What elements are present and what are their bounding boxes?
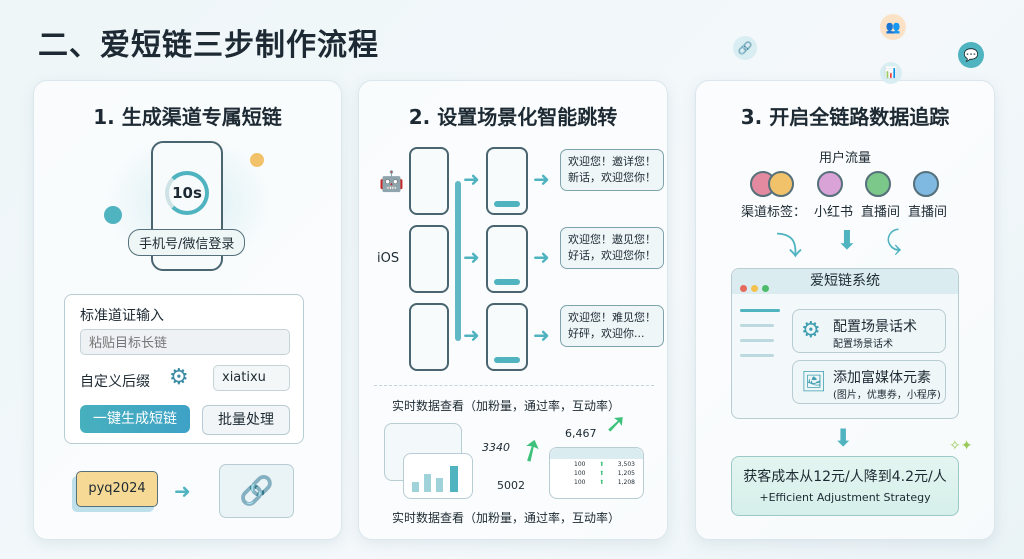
- chain-link-icon: 🔗: [219, 464, 294, 518]
- data-caption: 实时数据查看（加粉量，通过率，互动率）: [392, 511, 621, 525]
- arrow-icon: ➜: [533, 323, 550, 347]
- suffix-label: 自定义后缀: [80, 374, 150, 390]
- link-form: 标准道证输入 自定义后缀 ⚙ xiatixu 一键生成短链 批量处理: [64, 294, 304, 444]
- message-bubble-2: 欢迎您！遨见您！好话，欢迎您你！: [560, 227, 664, 269]
- table-row: 100⬆1,208: [574, 479, 635, 486]
- metric-3: 5002: [497, 479, 525, 492]
- arrow-icon: ➜: [533, 245, 550, 269]
- page-title: 二、爱短链三步制作流程: [38, 28, 379, 63]
- data-table: 100⬆3,503 100⬆1,205 100⬆1,208: [549, 447, 644, 499]
- ios-label: iOS: [377, 251, 400, 266]
- user-avatar: [817, 171, 843, 197]
- step1-title: 1. 生成渠道专属短链: [93, 105, 282, 129]
- url-input[interactable]: [80, 329, 290, 355]
- node-icon: [104, 206, 122, 224]
- rich-media-item[interactable]: 🖼 添加富媒体元素 (图片，优惠券，小程序): [792, 360, 946, 404]
- branch-connector: [455, 181, 461, 341]
- arrow-icon: ➜: [463, 245, 480, 269]
- channel-tags: 渠道标签：小红书直播间直播间: [741, 205, 948, 220]
- arrow-icon: ➜: [463, 167, 480, 191]
- step3-panel: 3. 开启全链路数据追踪 用户流量 渠道标签：小红书直播间直播间 ⤵ ⬇ ⤹ 爱…: [695, 80, 995, 540]
- bar-chart-icon: [403, 453, 473, 499]
- message-bubble-1: 欢迎您！邀详您！新话，欢迎您你！: [560, 149, 664, 191]
- data-title: 实时数据查看（加粉量，通过率，互动率）: [392, 399, 621, 413]
- image-icon: 🖼: [801, 369, 827, 393]
- result-box: 获客成本从12元/人降到4.2元/人 +Efficient Adjustment…: [731, 456, 959, 516]
- trend-arrow-icon: ➚: [511, 429, 552, 472]
- login-label: 手机号/微信登录: [128, 229, 246, 256]
- generate-button[interactable]: 一键生成短链: [80, 405, 190, 433]
- batch-button[interactable]: 批量处理: [202, 405, 290, 435]
- landing-page-2: [486, 225, 528, 293]
- timer: 10s: [165, 171, 209, 215]
- item-title: 配置场景话术: [833, 319, 917, 335]
- table-row: 100⬆1,205: [574, 470, 635, 477]
- system-window: 爱短链系统 ⚙ 配置场景话术 配置场景话术 🖼 添加富媒体元素 (图片，优惠券，…: [731, 268, 959, 419]
- landing-page-1: [486, 147, 528, 215]
- step2-panel: 2. 设置场景化智能跳转 🤖 iOS ➜ ➜ ➜ ➜ ➜ ➜ 欢迎您！邀详您！新…: [358, 80, 668, 540]
- phone-ios: [409, 225, 449, 293]
- message-bubble-3: 欢迎您！难见您！好砰，欢迎你...: [560, 305, 664, 347]
- suffix-input[interactable]: xiatixu: [213, 365, 290, 391]
- gear-icon: ⚙: [169, 365, 189, 390]
- divider: [374, 385, 654, 386]
- result-subtext: +Efficient Adjustment Strategy: [759, 491, 931, 504]
- table-row: 100⬆3,503: [574, 461, 635, 468]
- users-icon: 👥: [880, 14, 906, 40]
- sparkle-icon: ✧✦: [949, 438, 973, 454]
- form-title: 标准道证输入: [80, 308, 164, 324]
- gear-icon: ⚙: [801, 318, 821, 343]
- arrow-down-icon: ⬇: [836, 226, 858, 256]
- config-script-item[interactable]: ⚙ 配置场景话术 配置场景话术: [792, 309, 946, 353]
- metric-1: 3340: [482, 441, 510, 454]
- item-subtitle: (图片，优惠券，小程序): [833, 390, 941, 401]
- arrow-down-icon: ⤵: [776, 232, 803, 262]
- traffic-label: 用户流量: [818, 151, 871, 166]
- system-title: 爱短链系统: [810, 273, 880, 289]
- android-icon: 🤖: [379, 169, 404, 193]
- item-title: 添加富媒体元素: [833, 370, 931, 386]
- arrow-down-icon: ⤹: [886, 226, 902, 256]
- arrow-icon: ➜: [174, 479, 191, 503]
- user-avatar: [913, 171, 939, 197]
- arrow-icon: ➜: [533, 167, 550, 191]
- arrow-down-icon: ⬇: [833, 424, 854, 452]
- item-subtitle: 配置场景话术: [833, 339, 893, 350]
- phone-apple: [409, 303, 449, 371]
- phone-android: [409, 147, 449, 215]
- step2-title: 2. 设置场景化智能跳转: [408, 105, 618, 129]
- chat-icon: 💬: [958, 42, 984, 68]
- node-icon: [250, 153, 264, 167]
- metric-2: 6,467: [565, 427, 597, 440]
- link-icon: 🔗: [733, 36, 757, 60]
- landing-page-3: [486, 303, 528, 371]
- tag-bubble: pyq2024: [76, 471, 158, 507]
- step3-title: 3. 开启全链路数据追踪: [740, 105, 950, 129]
- result-text: 获客成本从12元/人降到4.2元/人: [743, 469, 947, 485]
- trend-arrow-icon: ➚: [605, 409, 627, 439]
- user-avatar: [865, 171, 891, 197]
- chart-icon: 📊: [880, 62, 902, 84]
- user-avatar: [768, 171, 794, 197]
- step1-panel: 1. 生成渠道专属短链 10s 手机号/微信登录 标准道证输入 自定义后缀 ⚙ …: [33, 80, 342, 540]
- arrow-icon: ➜: [463, 323, 480, 347]
